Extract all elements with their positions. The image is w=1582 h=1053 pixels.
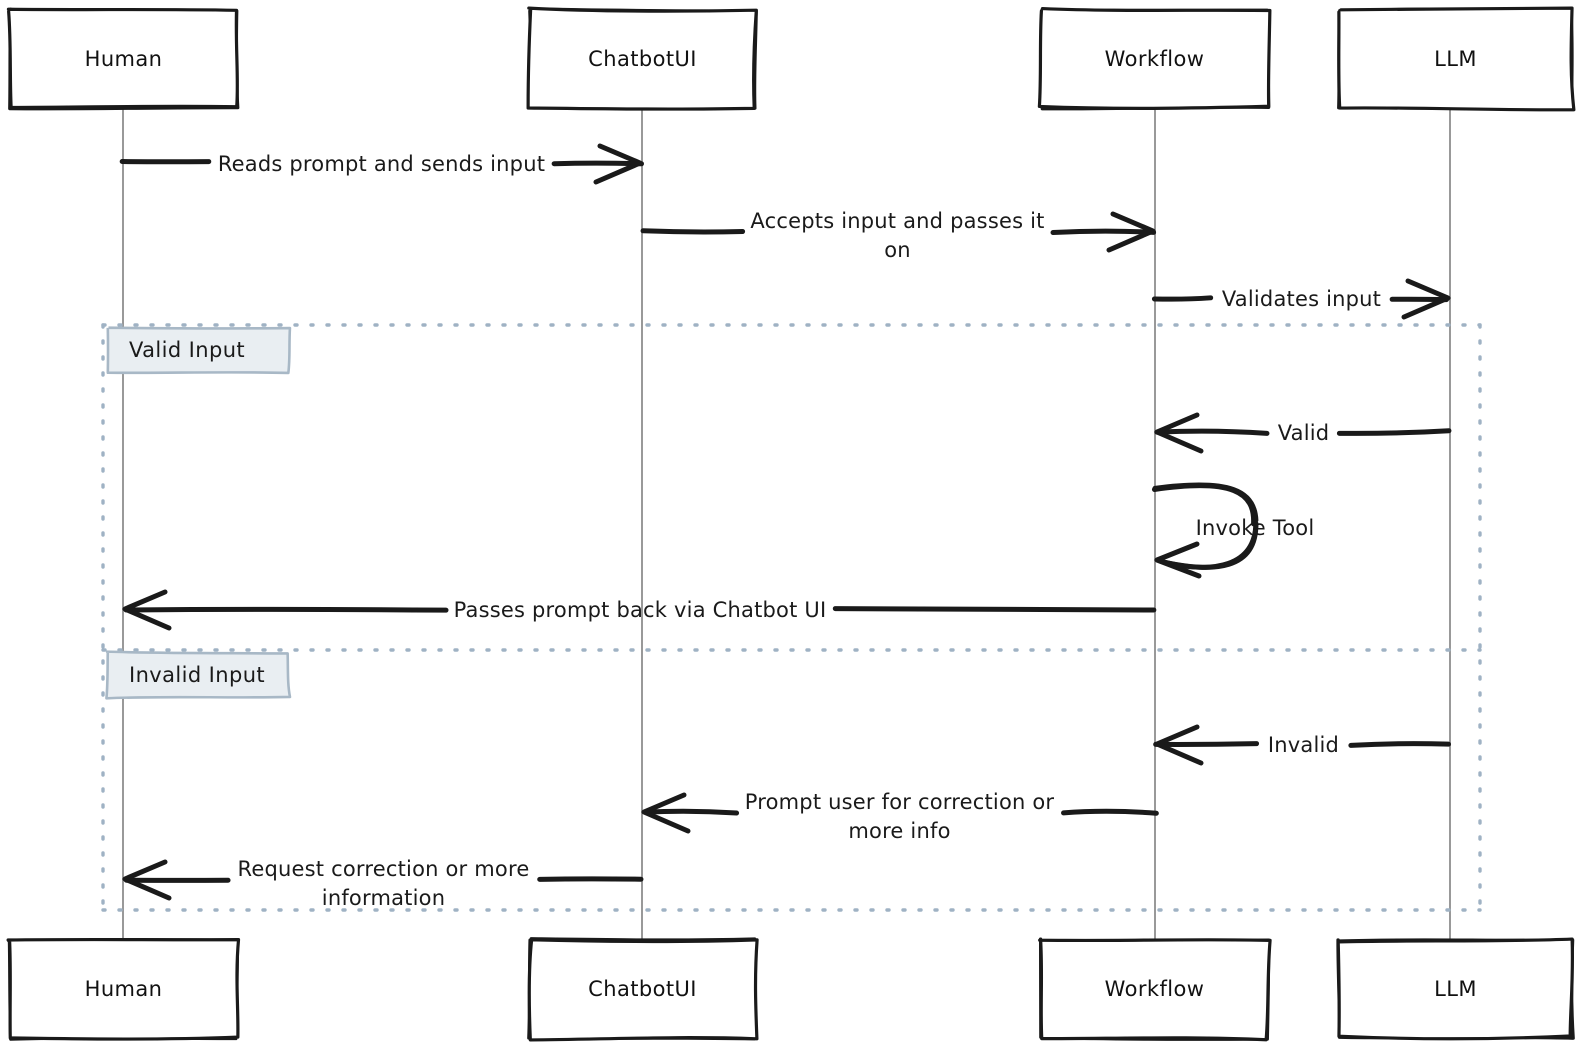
message-label: Request correction or more (238, 857, 530, 881)
message-label: Passes prompt back via Chatbot UI (454, 598, 827, 622)
message-m8: Prompt user for correction or more info (641, 790, 1159, 843)
actor-box-llm-top[interactable]: LLM (1337, 6, 1576, 112)
alt-block-frame (101, 323, 1482, 912)
message-label: Prompt user for correction or (745, 790, 1055, 814)
message-m6: Passes prompt back via Chatbot UI (122, 589, 1157, 631)
message-m3: Validates input (1151, 278, 1451, 320)
actor-box-workflow-bottom[interactable]: Workflow (1038, 937, 1272, 1042)
actor-box-chatbotui-bottom[interactable]: ChatbotUI (527, 937, 759, 1042)
message-m7: Invalid (1153, 724, 1451, 766)
actor-name-label: ChatbotUI (588, 47, 697, 71)
actor-name-label: ChatbotUI (588, 977, 697, 1001)
actor-name-label: Human (85, 47, 163, 71)
actor-name-label: Workflow (1105, 47, 1205, 71)
message-m4: Valid (1154, 412, 1452, 454)
actor-name-label: Human (85, 977, 163, 1001)
message-label: information (322, 886, 445, 910)
message-m1: Reads prompt and sends input (119, 143, 644, 185)
message-m9: Request correction or more information (122, 857, 644, 910)
message-label: more info (848, 819, 950, 843)
actor-box-human-top[interactable]: Human (6, 7, 240, 111)
message-label: Reads prompt and sends input (218, 152, 545, 176)
alt-tag-valid: Valid Input (106, 326, 292, 375)
actor-name-label: LLM (1434, 977, 1477, 1001)
actor-box-chatbotui-top[interactable]: ChatbotUI (526, 6, 758, 111)
actor-boxes-group: HumanHumanChatbotUIChatbotUIWorkflowWork… (6, 6, 1576, 1042)
alt-tag-label: Valid Input (129, 338, 245, 362)
actor-box-workflow-top[interactable]: Workflow (1037, 6, 1272, 111)
message-m2: Accepts input and passes it on (640, 209, 1157, 262)
message-label: on (884, 238, 911, 262)
lifelines-group (122, 108, 1451, 940)
alt-tag-invalid: Invalid Input (105, 650, 292, 700)
message-label: Valid (1278, 421, 1330, 445)
message-label: Accepts input and passes it (750, 209, 1044, 233)
alt-tag-label: Invalid Input (129, 663, 265, 687)
actor-name-label: Workflow (1105, 977, 1205, 1001)
message-label: Validates input (1222, 287, 1381, 311)
message-label: Invoke Tool (1196, 516, 1315, 540)
message-label: Invalid (1268, 733, 1339, 757)
actor-box-human-bottom[interactable]: Human (6, 937, 241, 1041)
actor-box-llm-bottom[interactable]: LLM (1336, 937, 1575, 1041)
message-m5: Invoke Tool (1151, 482, 1315, 579)
actor-name-label: LLM (1434, 47, 1477, 71)
